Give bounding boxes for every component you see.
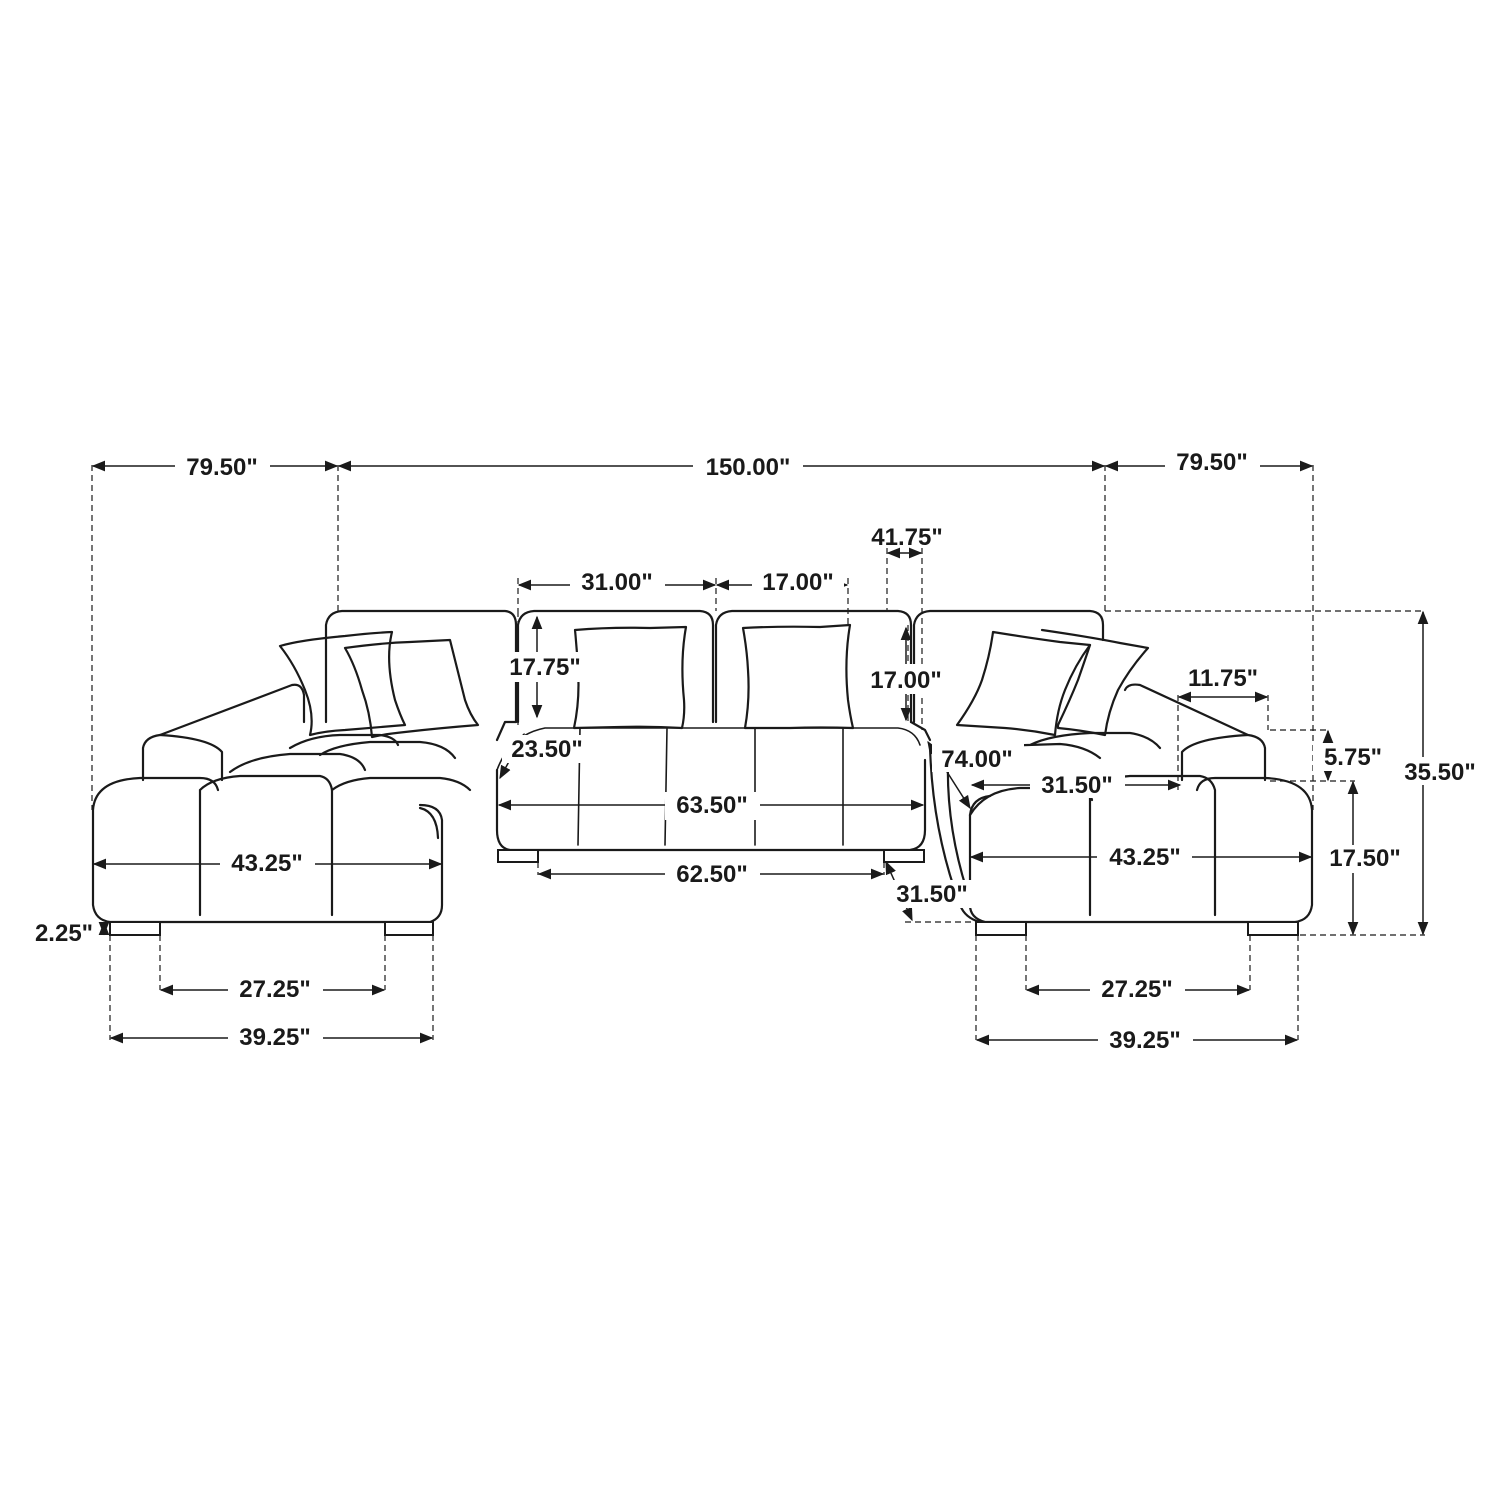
dim-inner-seat-width: 31.50" — [1041, 772, 1112, 799]
extension-lines — [91, 465, 1425, 1040]
dim-right-leg-spacing: 27.25" — [1101, 976, 1172, 1003]
dim-armless-width: 31.00" — [581, 569, 652, 596]
back-cushion-left — [324, 609, 518, 724]
back-cushion-center-left — [516, 609, 715, 724]
leg-left-1 — [109, 921, 161, 936]
dim-right-base-width: 39.25" — [1109, 1027, 1180, 1054]
leg-center-2 — [883, 849, 925, 863]
throw-pillow-center-right — [741, 623, 855, 730]
dim-back-pillow-height-left: 17.75" — [509, 654, 580, 681]
dim-overall-height: 35.50" — [1404, 759, 1475, 786]
throw-pillow-right-1 — [955, 630, 1092, 737]
back-cushion-center-right — [714, 609, 913, 724]
dim-chaise-depth-left: 79.50" — [186, 454, 257, 481]
throw-pillow-left-2 — [343, 638, 480, 739]
dimension-labels: 79.50" 150.00" 79.50" 41.75" 31.00" 17.0… — [35, 449, 1493, 1054]
dim-corner-base: 31.50" — [896, 881, 967, 908]
right-chaise-seat — [968, 776, 1314, 924]
throw-pillow-left-1 — [278, 630, 407, 737]
left-chaise-seat — [91, 776, 444, 924]
dim-chaise-depth-right: 79.50" — [1176, 449, 1247, 476]
leg-right-2 — [1247, 921, 1299, 936]
dim-left-leg-spacing: 27.25" — [239, 976, 310, 1003]
dim-arm-width: 11.75" — [1188, 665, 1258, 692]
dim-arm-height: 5.75" — [1324, 744, 1382, 771]
dim-inner-depth: 74.00" — [941, 746, 1012, 773]
dim-seat-depth-top: 41.75" — [871, 524, 942, 551]
dim-back-pillow-width: 17.00" — [762, 569, 833, 596]
dim-left-base-width: 39.25" — [239, 1024, 310, 1051]
dim-right-chaise-width: 43.25" — [1109, 844, 1180, 871]
dim-corner-diagonal: 23.50" — [511, 736, 582, 763]
leg-center-1 — [497, 849, 539, 863]
leg-right-1 — [975, 921, 1027, 936]
left-arm — [141, 683, 306, 782]
dim-center-seat-width: 63.50" — [676, 792, 747, 819]
throw-pillow-right-2 — [1040, 628, 1150, 737]
right-arm — [1123, 683, 1267, 782]
leg-left-2 — [384, 921, 434, 936]
center-seat — [495, 758, 927, 852]
dim-seat-height: 17.50" — [1329, 845, 1400, 872]
dim-overall-width: 150.00" — [706, 454, 791, 481]
dim-left-chaise-width: 43.25" — [231, 850, 302, 877]
dim-center-base-width: 62.50" — [676, 861, 747, 888]
back-cushion-right — [912, 609, 1105, 724]
dim-back-pillow-height-right: 17.00" — [870, 667, 941, 694]
dim-leg-height: 2.25" — [35, 920, 93, 947]
